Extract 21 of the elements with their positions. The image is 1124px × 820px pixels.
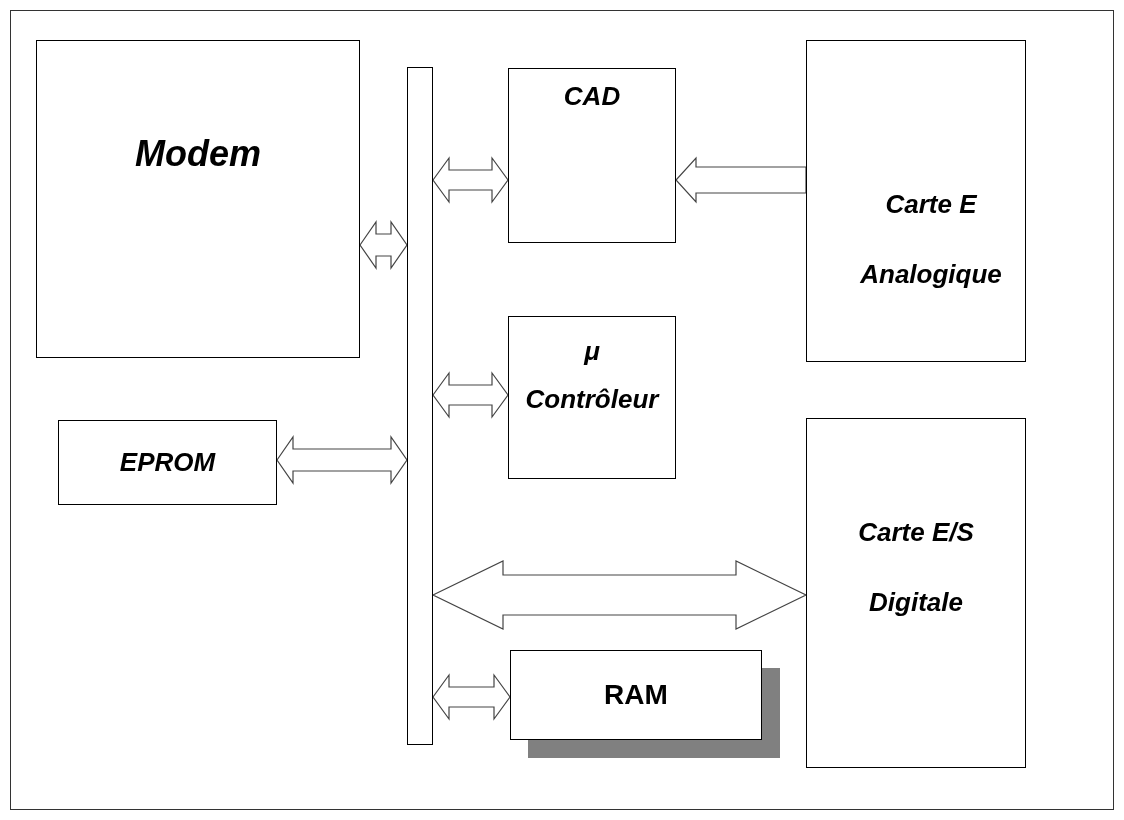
block-label: EPROM <box>119 446 216 479</box>
block-label: μ Contrôleur <box>524 335 661 416</box>
double-block-arrow <box>432 156 509 204</box>
block-label: Modem <box>135 132 261 176</box>
block-box <box>806 40 1026 362</box>
bus-bar <box>407 67 433 745</box>
block-label: RAM <box>604 678 668 712</box>
double-block-arrow <box>675 156 807 204</box>
block-box <box>36 40 360 358</box>
block-box <box>508 316 676 479</box>
block-box <box>58 420 277 505</box>
double-block-arrow <box>432 371 509 419</box>
double-block-arrow <box>432 673 511 721</box>
block-label: Carte E/S Digitale <box>857 516 975 619</box>
double-block-arrow <box>276 435 408 485</box>
block-label: Carte E Analogique <box>859 188 1003 291</box>
double-block-arrow <box>359 220 408 270</box>
double-block-arrow <box>431 560 808 630</box>
block-box <box>806 418 1026 768</box>
block-box <box>508 68 676 243</box>
block-label: CAD <box>563 80 621 113</box>
